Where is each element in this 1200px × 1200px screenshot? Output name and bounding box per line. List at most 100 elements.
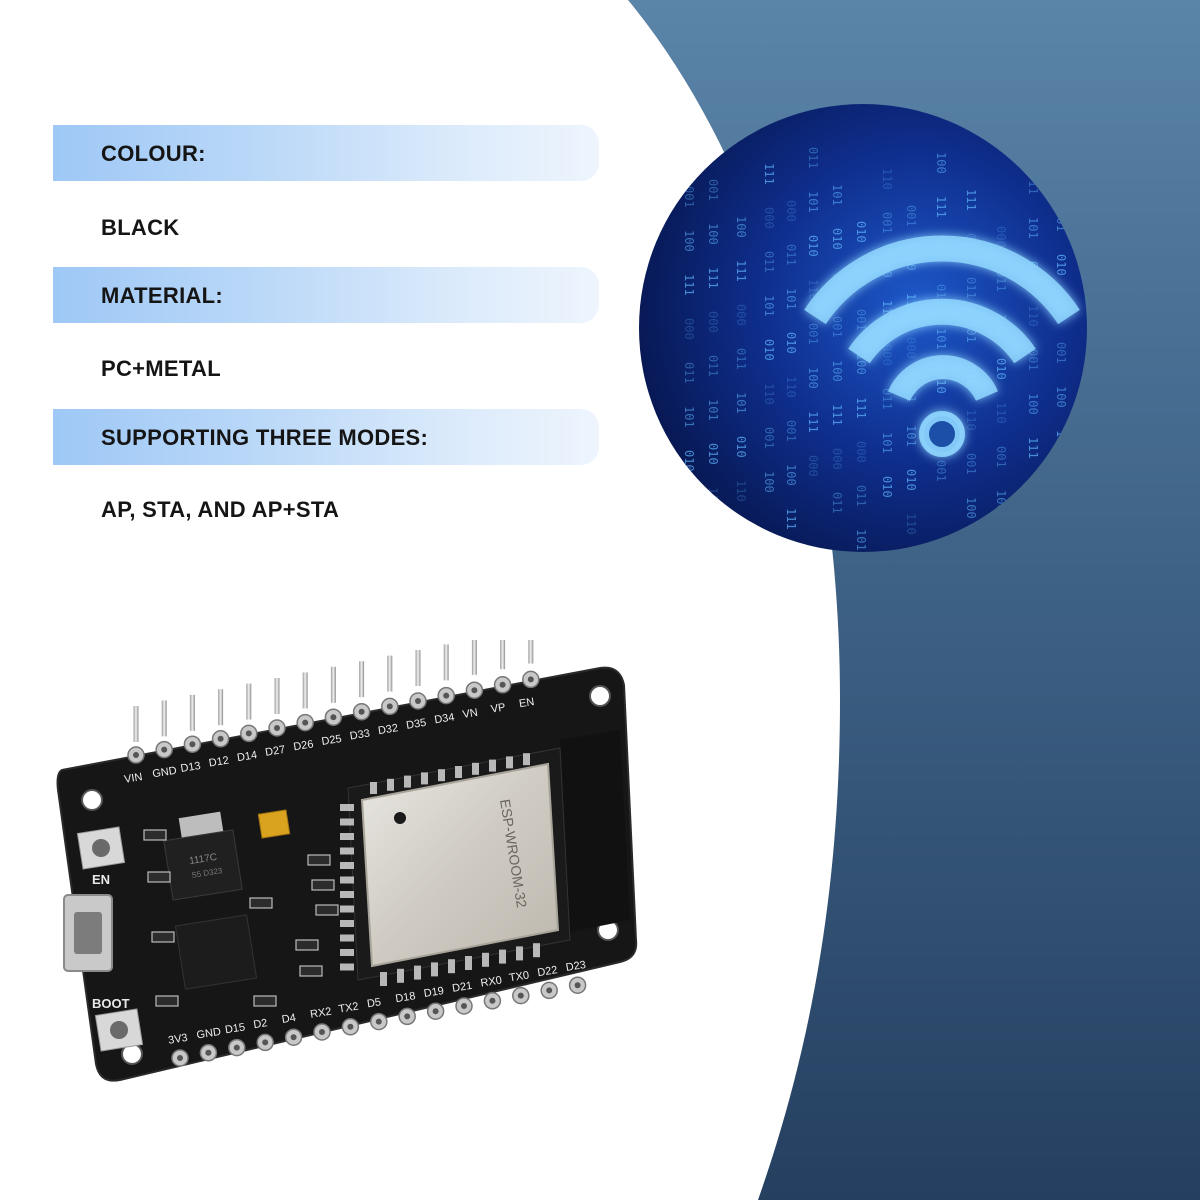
header-pin xyxy=(218,689,224,726)
module-pad xyxy=(340,963,354,971)
binary-digit: 101 xyxy=(762,295,776,317)
binary-digit: 000 xyxy=(784,200,798,222)
en-button: EN xyxy=(76,826,126,887)
binary-digit: 110 xyxy=(784,376,798,398)
binary-digit: 000 xyxy=(1054,474,1068,496)
binary-digit: 000 xyxy=(854,441,868,463)
top-pin-label: GND xyxy=(152,765,178,781)
bottom-pin-label: D21 xyxy=(451,980,473,995)
binary-digit: 100 xyxy=(734,216,748,238)
top-pin-label: D13 xyxy=(180,760,202,775)
binary-digit: 101 xyxy=(854,529,868,551)
spec-value-modes: AP, STA, AND AP+STA xyxy=(101,497,340,522)
wifi-circle-image: 110 001 100 111 000 011 101 010 001 100 111 000 011 1… xyxy=(639,104,1087,552)
binary-digit: 110 xyxy=(994,402,1008,424)
smd-resistor xyxy=(307,854,331,866)
header-pin xyxy=(302,672,308,709)
spec-bar-colour: COLOUR: xyxy=(53,125,599,181)
binary-digit: 001 xyxy=(1026,349,1040,371)
binary-digit: 010 xyxy=(904,469,918,491)
bottom-pin-label: GND xyxy=(196,1026,222,1042)
en-button-label: EN xyxy=(92,872,110,887)
binary-digit: 111 xyxy=(762,163,776,185)
bottom-pin-label: D19 xyxy=(423,985,445,1000)
binary-digit: 000 xyxy=(706,311,720,333)
binary-digit: 001 xyxy=(934,460,948,482)
bottom-pin-label: 3V3 xyxy=(167,1032,188,1047)
module-pad xyxy=(482,952,489,967)
binary-digit: 101 xyxy=(1026,217,1040,239)
binary-digit: 110 xyxy=(880,168,894,190)
binary-digit: 001 xyxy=(904,205,918,227)
binary-digit: 011 xyxy=(682,362,696,384)
module-pad xyxy=(414,965,421,980)
binary-digit: 101 xyxy=(706,399,720,421)
spec-label-material: MATERIAL: xyxy=(101,283,224,308)
top-pin-label: D14 xyxy=(236,749,258,764)
esp32-board-image: 1117C S5 D323 EN BOOT ESP-WROOM-32 xyxy=(56,640,638,1082)
binary-digit: 101 xyxy=(904,425,918,447)
boot-button: BOOT xyxy=(92,996,144,1052)
header-pin xyxy=(274,678,280,714)
top-pin-label: D34 xyxy=(434,711,456,726)
module-pad xyxy=(340,818,354,826)
smd-resistor xyxy=(155,995,179,1007)
wifi-icon xyxy=(804,235,1080,457)
binary-digit: 101 xyxy=(934,328,948,350)
top-pin-label: D26 xyxy=(293,738,315,753)
bottom-pin-label: RX2 xyxy=(309,1006,332,1021)
binary-digit: 111 xyxy=(1026,437,1040,459)
bottom-pin-label: TX0 xyxy=(508,969,530,984)
binary-digit: 101 xyxy=(806,191,820,213)
smd-resistor xyxy=(315,904,339,916)
smd-components xyxy=(143,829,339,1007)
binary-digit: 010 xyxy=(994,358,1008,380)
module-pad xyxy=(533,943,540,958)
top-pin-label: D33 xyxy=(349,728,371,743)
binary-digit: 101 xyxy=(1054,210,1068,232)
binary-digit: 011 xyxy=(784,244,798,266)
binary-digit: 010 xyxy=(734,436,748,458)
binary-digit: 111 xyxy=(734,260,748,282)
binary-digit: 101 xyxy=(734,392,748,414)
smd-resistor xyxy=(143,829,167,841)
binary-digit: 001 xyxy=(762,427,776,449)
binary-digit: 000 xyxy=(1026,481,1040,503)
bottom-pin-label: TX2 xyxy=(338,1001,360,1016)
antenna-area xyxy=(560,730,630,932)
binary-digit: 001 xyxy=(880,212,894,234)
binary-digit: 000 xyxy=(880,344,894,366)
top-pin-label: D35 xyxy=(405,717,427,732)
binary-digit: 100 xyxy=(934,152,948,174)
module-pad xyxy=(431,962,438,977)
module-pad xyxy=(465,956,472,970)
module-pad xyxy=(340,891,354,898)
binary-digit: 011 xyxy=(880,388,894,410)
header-pin xyxy=(161,700,167,737)
binary-digit: 111 xyxy=(934,196,948,218)
spec-bar-material: MATERIAL: xyxy=(53,267,599,323)
module-pad xyxy=(340,862,354,869)
module-pad xyxy=(499,949,506,964)
top-pin-label: VP xyxy=(490,701,506,715)
bottom-pin-label: D15 xyxy=(224,1021,246,1036)
binary-digit: 000 xyxy=(734,304,748,326)
spec-value-colour: BLACK xyxy=(101,215,180,240)
binary-digit: 100 xyxy=(1054,386,1068,408)
header-pin xyxy=(500,640,506,670)
binary-digit: 011 xyxy=(1054,518,1068,540)
module-pad xyxy=(340,934,354,942)
binary-digit: 010 xyxy=(682,450,696,472)
binary-digit: 111 xyxy=(682,274,696,296)
header-pin xyxy=(415,650,421,686)
spec-value-material: PC+METAL xyxy=(101,356,221,381)
module-pad xyxy=(340,920,354,927)
module-pads xyxy=(340,753,540,986)
smd-resistor xyxy=(147,871,171,883)
module-pad xyxy=(404,775,411,788)
binary-digit: 110 xyxy=(734,480,748,502)
spec-label-modes: SUPPORTING THREE MODES: xyxy=(101,425,429,450)
smd-resistor xyxy=(151,931,175,943)
spec-bar-modes: SUPPORTING THREE MODES: xyxy=(53,409,599,465)
module-pad xyxy=(472,762,479,775)
